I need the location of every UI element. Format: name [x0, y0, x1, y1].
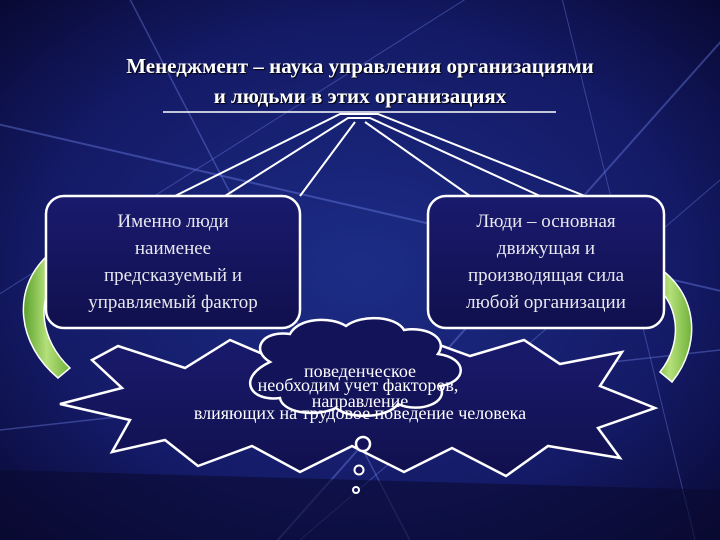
thought-cloud-shape [248, 316, 462, 418]
title-line-1: Менеджмент – наука управления организаци… [126, 54, 594, 78]
bottom-shade [0, 470, 720, 540]
right-box-line: производящая сила [467, 265, 625, 286]
title-connector [174, 113, 586, 197]
thought-cloud-line-2: направление [311, 391, 409, 411]
thought-cloud-line-1: поведенческое [303, 361, 417, 381]
explosion-line-2: влияющих на трудовое поведение человека [193, 403, 527, 423]
right-box-text: Люди – основная движущая и производящая … [428, 208, 664, 316]
title-line-2: и людьми в этих организациях [213, 84, 507, 108]
right-box [426, 194, 666, 330]
thought-bubble-medium [353, 464, 365, 476]
left-box-text: Именно люди наименее предсказуемый и упр… [46, 208, 300, 316]
left-box-line: Именно люди [117, 211, 229, 232]
left-box-line: предсказуемый и [104, 265, 242, 286]
right-curved-arrow [647, 260, 693, 384]
explosion-line-1: необходим учет факторов, [257, 375, 459, 395]
right-box-line: Люди – основная [476, 211, 616, 232]
left-box-line: наименее [134, 238, 212, 259]
right-box-line: любой организации [466, 292, 626, 313]
left-box-line: управляемый фактор [88, 292, 258, 313]
right-box-line: движущая и [496, 238, 596, 259]
thought-bubble-large [354, 435, 372, 453]
left-box [44, 194, 302, 330]
thought-bubble-small [352, 486, 360, 494]
